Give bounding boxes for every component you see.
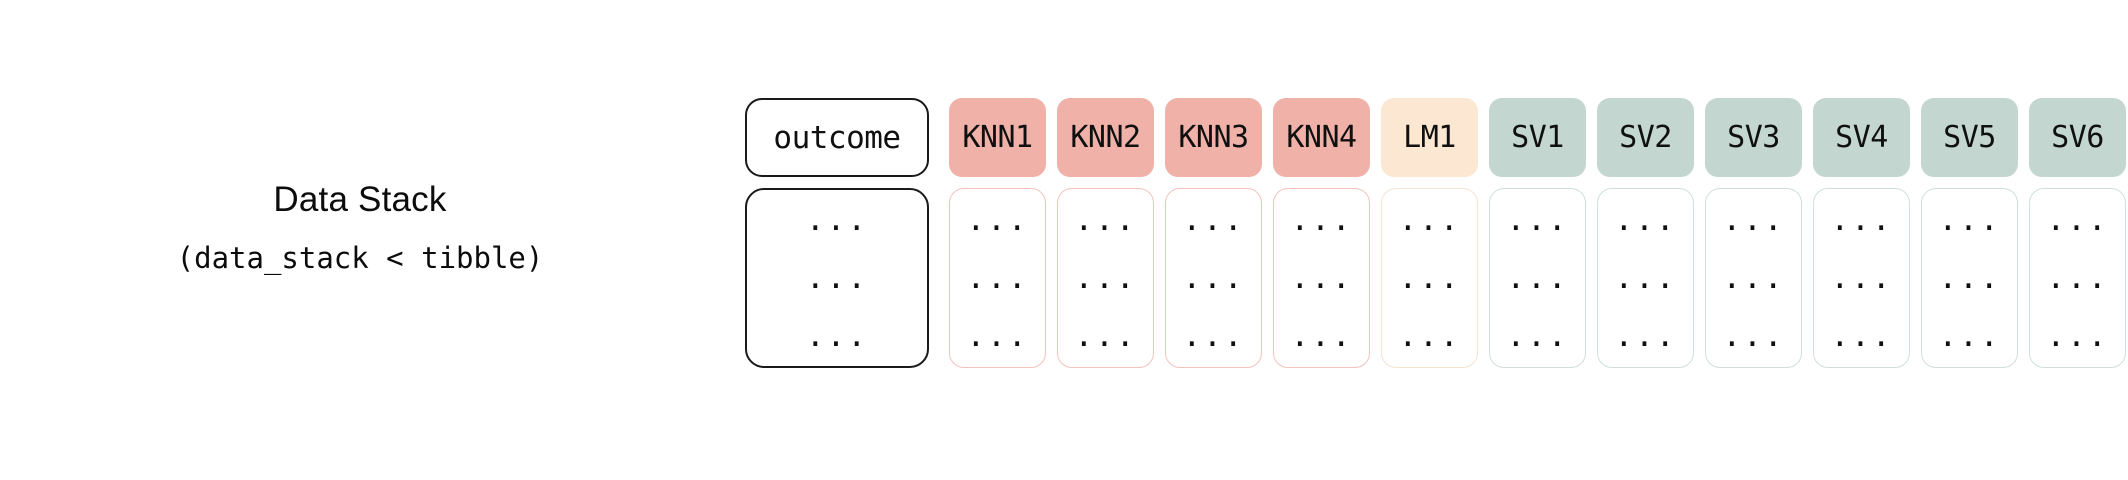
table-cell: ...	[1398, 317, 1461, 354]
stack-column-knn4: KNN4.........	[1273, 98, 1370, 368]
column-header-sv4[interactable]: SV4	[1813, 98, 1910, 177]
table-cell: ...	[1938, 317, 2001, 354]
column-body-sv2: .........	[1597, 188, 1694, 368]
table-cell: ...	[1830, 259, 1893, 296]
table-cell: ...	[806, 259, 868, 296]
table-cell: ...	[1614, 201, 1677, 238]
column-header-lm1[interactable]: LM1	[1381, 98, 1478, 177]
column-body-knn3: .........	[1165, 188, 1262, 368]
table-cell: ...	[1722, 259, 1785, 296]
table-cell: ...	[966, 201, 1029, 238]
stack-column-sv2: SV2.........	[1597, 98, 1694, 368]
column-header-sv6[interactable]: SV6	[2029, 98, 2126, 177]
table-cell: ...	[1614, 317, 1677, 354]
table-cell: ...	[1290, 259, 1353, 296]
table-cell: ...	[1290, 317, 1353, 354]
table-cell: ...	[1722, 317, 1785, 354]
column-header-sv1[interactable]: SV1	[1489, 98, 1586, 177]
table-cell: ...	[1290, 201, 1353, 238]
stack-column-sv3: SV3.........	[1705, 98, 1802, 368]
table-cell: ...	[1506, 259, 1569, 296]
table-cell: ...	[1182, 259, 1245, 296]
column-header-sv5[interactable]: SV5	[1921, 98, 2018, 177]
stack-column-lm1: LM1.........	[1381, 98, 1478, 368]
stack-column-outcome: outcome.........	[745, 98, 929, 368]
column-header-knn2[interactable]: KNN2	[1057, 98, 1154, 177]
stack-column-knn1: KNN1.........	[949, 98, 1046, 368]
table-cell: ...	[966, 317, 1029, 354]
column-header-sv3[interactable]: SV3	[1705, 98, 1802, 177]
column-header-knn3[interactable]: KNN3	[1165, 98, 1262, 177]
column-body-sv1: .........	[1489, 188, 1586, 368]
table-cell: ...	[1182, 201, 1245, 238]
column-header-sv2[interactable]: SV2	[1597, 98, 1694, 177]
table-cell: ...	[1398, 201, 1461, 238]
column-body-outcome: .........	[745, 188, 929, 368]
table-cell: ...	[2046, 201, 2109, 238]
table-cell: ...	[966, 259, 1029, 296]
table-cell: ...	[1182, 317, 1245, 354]
stack-column-sv4: SV4.........	[1813, 98, 1910, 368]
column-body-knn2: .........	[1057, 188, 1154, 368]
column-header-knn4[interactable]: KNN4	[1273, 98, 1370, 177]
column-body-sv6: .........	[2029, 188, 2126, 368]
table-cell: ...	[2046, 259, 2109, 296]
data-stack-title: Data Stack	[273, 180, 447, 219]
stack-column-knn2: KNN2.........	[1057, 98, 1154, 368]
table-cell: ...	[1830, 317, 1893, 354]
table-cell: ...	[1506, 317, 1569, 354]
column-body-knn1: .........	[949, 188, 1046, 368]
column-body-sv5: .........	[1921, 188, 2018, 368]
data-stack-table: outcome.........KNN1.........KNN2.......…	[745, 98, 2126, 368]
column-header-knn1[interactable]: KNN1	[949, 98, 1046, 177]
table-cell: ...	[1722, 201, 1785, 238]
column-body-knn4: .........	[1273, 188, 1370, 368]
stack-column-sv6: SV6.........	[2029, 98, 2126, 368]
column-body-sv4: .........	[1813, 188, 1910, 368]
column-header-outcome[interactable]: outcome	[745, 98, 929, 177]
table-cell: ...	[1614, 259, 1677, 296]
data-stack-type-annotation: (data_stack < tibble)	[176, 241, 544, 275]
table-cell: ...	[1398, 259, 1461, 296]
table-cell: ...	[806, 201, 868, 238]
table-cell: ...	[1074, 201, 1137, 238]
table-cell: ...	[1938, 259, 2001, 296]
table-cell: ...	[806, 317, 868, 354]
stack-column-sv1: SV1.........	[1489, 98, 1586, 368]
table-cell: ...	[1074, 259, 1137, 296]
table-cell: ...	[1074, 317, 1137, 354]
stack-column-knn3: KNN3.........	[1165, 98, 1262, 368]
table-cell: ...	[1506, 201, 1569, 238]
table-cell: ...	[1938, 201, 2001, 238]
table-cell: ...	[1830, 201, 1893, 238]
column-body-lm1: .........	[1381, 188, 1478, 368]
stack-column-sv5: SV5.........	[1921, 98, 2018, 368]
table-cell: ...	[2046, 317, 2109, 354]
column-body-sv3: .........	[1705, 188, 1802, 368]
data-stack-caption: Data Stack (data_stack < tibble)	[60, 178, 660, 280]
